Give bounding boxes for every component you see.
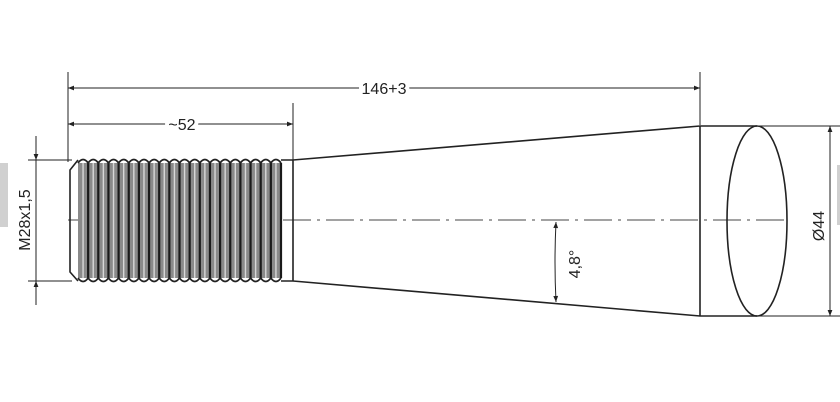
thread-pattern [77,158,283,283]
side-tab-right [837,165,840,225]
side-tab-left [0,163,8,227]
diameter-label: Ø44 [811,211,828,241]
taper-angle-label: 4,8° [567,250,584,279]
end-face-ellipse [726,125,788,317]
thread-chamfer [69,159,79,282]
thread-spec-label: M28x1,5 [17,189,34,250]
thread-profile [77,276,282,283]
thread-length-label: ~52 [168,117,195,134]
overall-length-label: 146+3 [362,81,407,98]
cone-outline [281,125,757,317]
thread-profile [77,158,282,165]
angle-dimension-arc [553,221,559,303]
